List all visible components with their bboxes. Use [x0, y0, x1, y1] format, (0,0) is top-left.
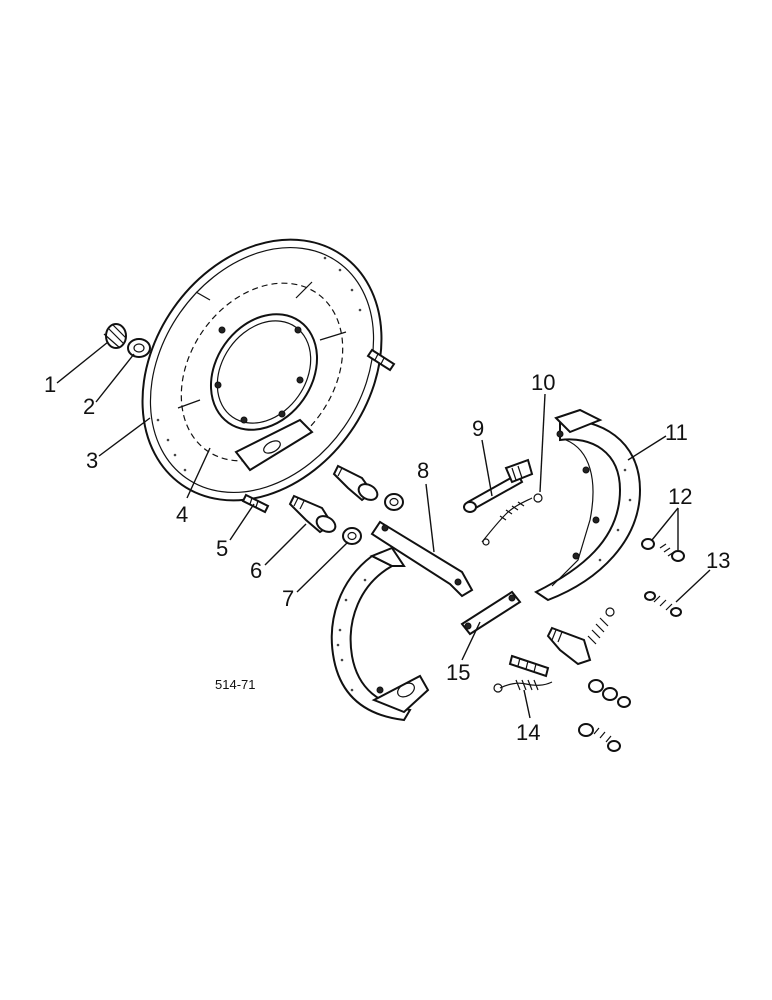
callout-15: 15 — [446, 660, 470, 685]
ring-part-7 — [342, 527, 362, 545]
cylinder-spring — [587, 607, 615, 645]
link-part-15 — [460, 590, 522, 636]
callout-14: 14 — [516, 720, 540, 745]
callout-labels: 1 2 3 4 5 6 7 8 9 10 11 12 13 14 15 — [44, 370, 730, 745]
cylinder-piston — [546, 626, 592, 666]
callout-12: 12 — [668, 484, 692, 509]
seal-set-upper — [588, 679, 631, 708]
callout-13: 13 — [706, 548, 730, 573]
callout-11: 11 — [665, 420, 688, 445]
callout-1: 1 — [44, 372, 56, 397]
callout-2: 2 — [83, 394, 95, 419]
brake-shoe-part-11 — [534, 408, 642, 602]
washer-part-2 — [127, 338, 151, 358]
stud-top — [366, 348, 396, 372]
ring-upper — [384, 493, 404, 511]
anchor-pin-upper — [332, 464, 379, 502]
spring-part-1 — [103, 323, 127, 349]
reference-code: 514-71 — [215, 677, 255, 692]
backing-plate — [141, 238, 383, 502]
callout-8: 8 — [417, 458, 429, 483]
callout-6: 6 — [250, 558, 262, 583]
anchor-pin-part-6 — [288, 494, 337, 534]
spring-part-13 — [644, 591, 682, 617]
callout-9: 9 — [472, 416, 484, 441]
spring-pair-part-12 — [641, 538, 685, 562]
seal-set-lower — [578, 723, 621, 752]
adjuster-part-9 — [463, 458, 534, 513]
spring-part-14 — [493, 679, 553, 693]
leader-lines — [56, 341, 711, 719]
lever-part-8 — [370, 520, 474, 598]
adjuster-screw — [508, 654, 550, 678]
callout-4: 4 — [176, 502, 188, 527]
callout-7: 7 — [282, 586, 294, 611]
pin-part-5 — [241, 493, 270, 514]
callout-5: 5 — [216, 536, 228, 561]
callout-10: 10 — [531, 370, 555, 395]
callout-3: 3 — [86, 448, 98, 473]
brake-shoe-left — [330, 546, 430, 722]
spring-part-10 — [481, 493, 543, 546]
